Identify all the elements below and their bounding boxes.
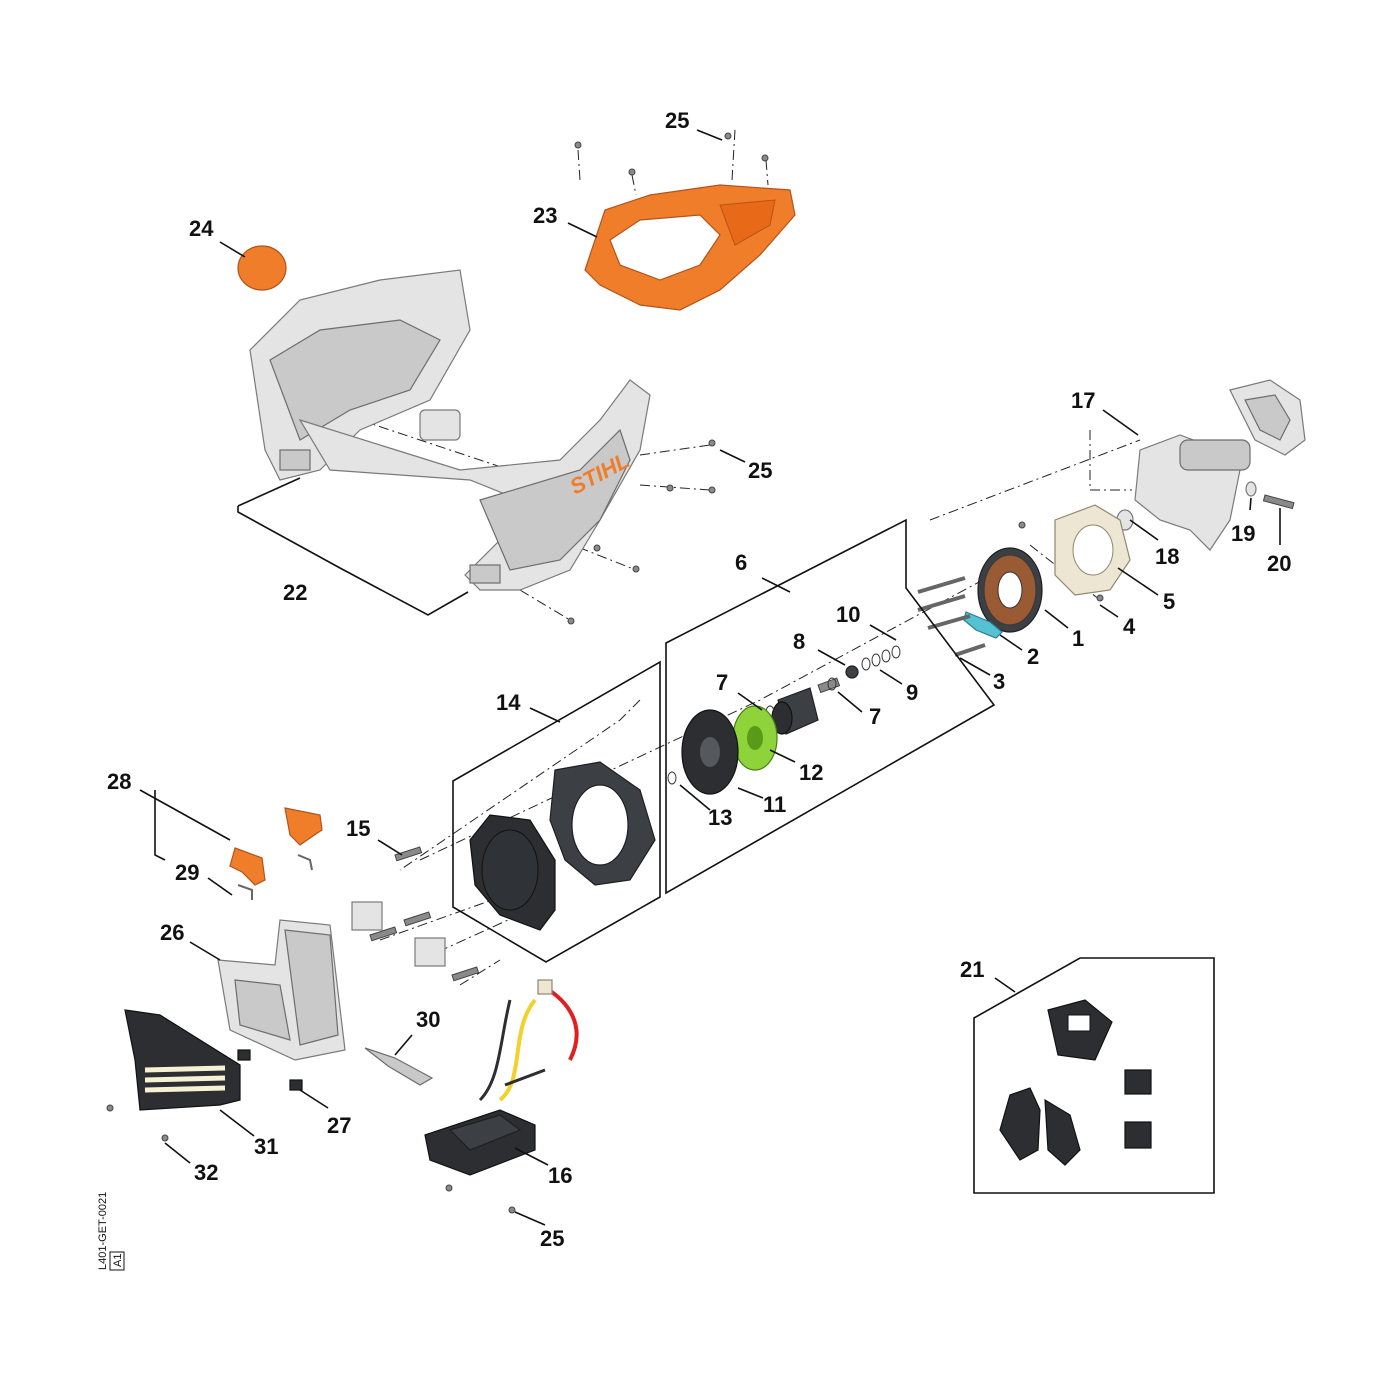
callout-5: 5 xyxy=(1163,589,1175,614)
callout-27: 27 xyxy=(327,1113,351,1138)
callout-4: 4 xyxy=(1123,614,1136,639)
part-22-main-housing: STIHL xyxy=(249,269,716,625)
callout-25: 25 xyxy=(540,1226,564,1251)
part-28-29-latches xyxy=(229,807,323,900)
part-13-ring xyxy=(667,771,677,785)
part-15-screws xyxy=(351,846,480,982)
callout-3: 3 xyxy=(993,669,1005,694)
callout-19: 19 xyxy=(1231,521,1255,546)
callout-17: 17 xyxy=(1071,388,1095,413)
callout-13: 13 xyxy=(708,805,732,830)
part-21-kit-frame xyxy=(973,957,1215,1194)
part-26-battery-frame xyxy=(217,919,346,1091)
part-6-group-frame xyxy=(665,518,996,895)
callout-1: 1 xyxy=(1072,626,1084,651)
callout-31: 31 xyxy=(254,1134,278,1159)
callout-21: 21 xyxy=(960,957,984,982)
callout-6: 6 xyxy=(735,550,747,575)
callout-25: 25 xyxy=(748,458,772,483)
part-5-stator-carrier xyxy=(1054,504,1131,596)
callout-24: 24 xyxy=(189,216,214,241)
callout-32: 32 xyxy=(194,1160,218,1185)
callout-10: 10 xyxy=(836,602,860,627)
callout-20: 20 xyxy=(1267,551,1291,576)
drawing-ref-number: L401-GET-0021 xyxy=(97,1192,109,1270)
part-12-green-fan xyxy=(732,705,778,771)
callout-28: 28 xyxy=(107,769,131,794)
part-31-grille xyxy=(106,1009,241,1142)
callout-9: 9 xyxy=(906,680,918,705)
drawing-reference: L401-GET-0021 A1 xyxy=(97,1192,125,1271)
part-14-group-frame xyxy=(452,660,661,963)
part-30-clip xyxy=(364,1047,434,1086)
part-24-cap xyxy=(237,245,287,291)
callout-7: 7 xyxy=(869,704,881,729)
callout-18: 18 xyxy=(1155,544,1179,569)
callout-12: 12 xyxy=(799,760,823,785)
part-14-fan-housing xyxy=(469,761,656,931)
callout-8: 8 xyxy=(793,629,805,654)
callout-26: 26 xyxy=(160,920,184,945)
callout-11: 11 xyxy=(763,792,786,817)
callout-7: 7 xyxy=(716,670,728,695)
callout-numbers: 25 23 24 25 22 6 17 19 20 18 5 4 1 2 3 1… xyxy=(107,108,1291,1251)
part-21-kit-parts xyxy=(999,999,1152,1166)
part-2-sensor xyxy=(963,611,1003,639)
callout-14: 14 xyxy=(496,690,521,715)
callout-22: 22 xyxy=(283,580,307,605)
callout-29: 29 xyxy=(175,860,199,885)
part-17-flange xyxy=(1116,379,1306,551)
part-1-stator xyxy=(977,547,1043,633)
part-16-electronics xyxy=(424,979,579,1214)
part-11-impeller xyxy=(681,709,739,795)
part-8-rotor xyxy=(771,665,859,735)
callout-15: 15 xyxy=(346,816,370,841)
drawing-revision: A1 xyxy=(112,1254,124,1267)
leader-lines xyxy=(139,129,1281,1226)
callout-2: 2 xyxy=(1027,644,1039,669)
callout-25: 25 xyxy=(665,108,689,133)
callout-23: 23 xyxy=(533,203,557,228)
callout-16: 16 xyxy=(548,1163,572,1188)
part-23-top-cover xyxy=(574,132,796,311)
callout-30: 30 xyxy=(416,1007,440,1032)
